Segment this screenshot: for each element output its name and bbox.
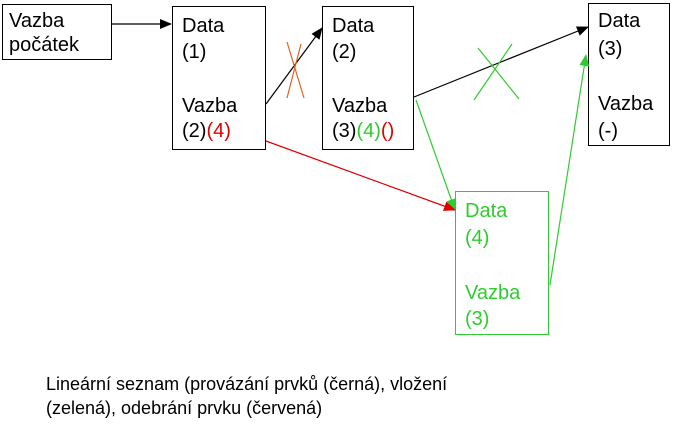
node-3-link-value: (-)	[598, 120, 618, 142]
start-label-line1: Vazba	[9, 10, 65, 32]
node-2-link-black: (3)	[332, 120, 357, 142]
caption-line-2: (zelená), odebrání prvku (červená)	[46, 398, 323, 418]
node-1-link-red: (4)	[206, 120, 231, 142]
node-4: Data (4) Vazba (3)	[455, 191, 549, 335]
node-3-link-label: Vazba	[598, 93, 654, 115]
node-3-data-label: Data	[598, 10, 641, 32]
node-2-link-values: (3)(4)()	[332, 119, 394, 143]
node-4-link-value: (3)	[465, 308, 490, 330]
arrow-node1-to-node4	[265, 140, 456, 211]
cross-mark-1a	[286, 41, 305, 99]
node-2-link-green: (4)	[356, 120, 381, 142]
node-2-link-red: ()	[380, 120, 395, 142]
node-2-data-value: (2)	[332, 41, 357, 63]
node-4-data-value: (4)	[465, 227, 490, 249]
arrow-node4-to-node3	[549, 54, 590, 286]
node-1-data-label: Data	[182, 15, 225, 37]
node-2: Data (2) Vazba (3)(4)()	[322, 6, 414, 150]
node-1: Data (1) Vazba (2)(4)	[172, 6, 266, 150]
start-label-line2: počátek	[9, 34, 80, 56]
node-4-link-label: Vazba	[465, 282, 521, 304]
node-2-data-label: Data	[332, 15, 375, 37]
cross-mark-2b	[473, 43, 513, 101]
cross-mark-1b	[286, 43, 302, 99]
arrow-node2-to-node3	[413, 26, 589, 98]
diagram-caption: Lineární seznam (provázání prvků (černá)…	[46, 372, 646, 420]
caption-line-1: Lineární seznam (provázání prvků (černá)…	[46, 374, 448, 394]
node-4-data-label: Data	[465, 200, 508, 222]
node-1-link-label: Vazba	[182, 95, 238, 117]
node-3: Data (3) Vazba (-)	[588, 3, 670, 146]
start-box: Vazba počátek	[2, 4, 112, 60]
arrow-node2-to-node4	[415, 99, 457, 211]
node-3-data-value: (3)	[598, 38, 623, 60]
node-1-link-values: (2)(4)	[182, 119, 231, 143]
node-2-link-label: Vazba	[332, 95, 388, 117]
node-1-link-black: (2)	[182, 120, 207, 142]
arrow-node1-to-node2	[265, 27, 323, 105]
cross-mark-2a	[477, 47, 520, 100]
node-1-data-value: (1)	[182, 41, 207, 63]
